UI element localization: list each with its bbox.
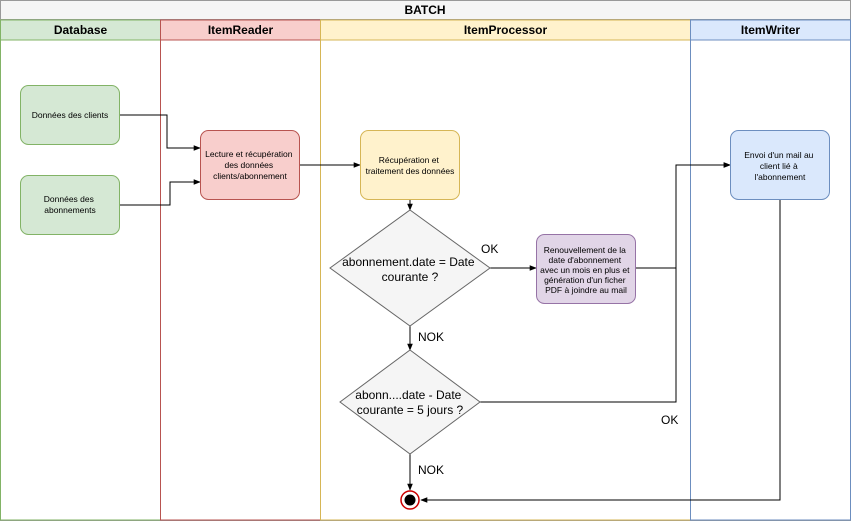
node-abonnements-line: abonnements [44,205,96,215]
node-decision2: abonn....date - Date courante = 5 jours … [339,349,481,455]
node-renouvellement-box [536,234,636,304]
node-renouvellement-line: génération d'un ficher [544,275,626,285]
node-recuperation-line: traitement des données [366,166,455,176]
node-clients-line: Données des clients [32,110,109,120]
node-decision2-line: courante = 5 jours ? [357,403,464,417]
node-recuperation: Récupération et traitement des données [360,130,460,200]
node-decision2-label: abonn....date - Date courante = 5 jours … [355,388,464,417]
node-recuperation-label: Récupération et traitement des données [366,155,455,176]
node-renouvellement-line: PDF à joindre au mail [545,285,627,295]
node-envoi-line: l'abonnement [755,172,806,182]
node-renouvellement-line: avec un mois en plus et [540,265,630,275]
edges [120,114,781,503]
node-decision1-diamond [329,209,491,327]
edge-abonnements-to-lecture [120,179,201,206]
node-decision2-diamond [339,349,481,455]
node-envoi-line: Envoi d'un mail au [744,150,813,160]
node-abonnements: Données des abonnements [20,175,120,235]
node-renouvellement: Renouvellement de la date d'abonnement a… [536,234,636,304]
node-lecture-line: clients/abonnement [213,171,287,181]
edge-label-ok-decision1: OK [481,242,498,256]
edge-label-nok-decision2: NOK [418,463,444,477]
node-lecture-line: Lecture et récupération [205,149,293,159]
node-decision1-line: abonnement.date = Date [342,255,475,269]
edge-clients-to-lecture [120,114,201,151]
node-envoi-label: Envoi d'un mail au client lié à l'abonne… [744,150,816,182]
node-envoi: Envoi d'un mail au client lié à l'abonne… [730,130,830,200]
node-recuperation-line: Récupération et [379,155,440,165]
node-clients-label: Données des clients [32,110,109,120]
edge-envoi-to-end [420,200,781,503]
node-lecture-line: des données [224,160,273,170]
end-event-core [404,494,416,506]
edge-labels: OK NOK OK NOK [418,242,678,477]
lane-itemprocessor-title: ItemProcessor [464,23,548,37]
node-decision2-line: abonn....date - Date [355,388,461,402]
lane-itemwriter-title: ItemWriter [741,23,800,37]
node-abonnements-box [20,175,120,235]
edge-label-ok-decision2: OK [661,413,678,427]
node-recuperation-box [360,130,460,200]
lane-itemreader-title: ItemReader [208,23,274,37]
lane-database-title: Database [54,23,108,37]
node-lecture-box [200,130,300,200]
node-renouvellement-line: Renouvellement de la [544,245,626,255]
node-clients: Données des clients [20,85,120,145]
node-decision1: abonnement.date = Date courante ? [329,209,491,327]
edge-decision2-to-envoi [480,162,731,403]
node-decision1-label: abonnement.date = Date courante ? [342,255,478,284]
node-abonnements-line: Données des [44,194,94,204]
node-clients-box [20,85,120,145]
node-lecture-label: Lecture et récupération des données clie… [205,149,295,181]
node-renouvellement-line: date d'abonnement [549,255,622,265]
pool-title: BATCH [404,3,445,17]
edge-label-nok-decision1: NOK [418,330,444,344]
node-decision1-line: courante ? [382,270,439,284]
node-abonnements-label: Données des abonnements [44,194,96,215]
node-renouvellement-label: Renouvellement de la date d'abonnement a… [540,245,632,295]
node-lecture: Lecture et récupération des données clie… [200,130,300,200]
node-envoi-line: client lié à [760,161,798,171]
end-event [400,490,420,510]
node-envoi-box [730,130,830,200]
